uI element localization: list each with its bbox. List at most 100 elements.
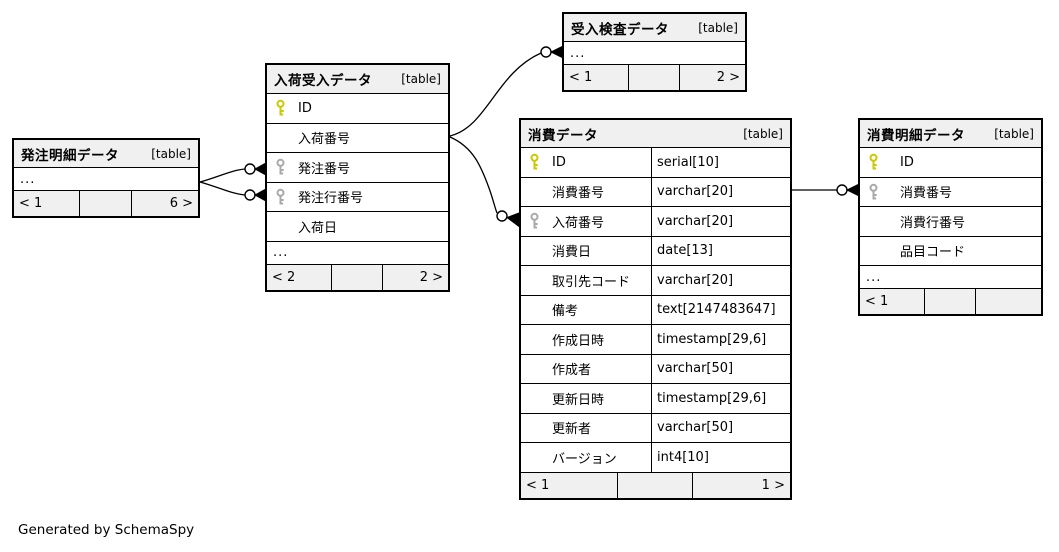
table-tag: [table]	[151, 146, 191, 161]
field-row-sakusei-nichiji: 作成日時 timestamp[29,6]	[521, 325, 790, 355]
field-row-shohibango: 消費番号	[860, 177, 1041, 207]
field-name-cell: 取引先コード	[521, 266, 652, 295]
ellipsis-row: ...	[564, 42, 745, 65]
field-row-id: ID	[860, 148, 1041, 178]
foreign-key-icon	[276, 188, 285, 205]
field-name-cell: 入荷番号	[521, 207, 652, 236]
field-type-cell: timestamp[29,6]	[657, 390, 767, 406]
field-row-koshin-nichiji: 更新日時 timestamp[29,6]	[521, 384, 790, 414]
table-footer: < 1 1 >	[521, 472, 790, 498]
footer-next-count: 2 >	[716, 70, 740, 85]
footer-prev-count: < 1	[860, 289, 926, 314]
field-row-hacchubango: 発注番号	[267, 153, 448, 183]
table-tag: [table]	[743, 126, 783, 141]
field-name-cell: 備考	[521, 295, 652, 324]
field-name-cell: 消費番号	[521, 177, 652, 206]
foreign-key-icon	[276, 159, 285, 175]
field-row-torihikisaki-code: 取引先コード varchar[20]	[521, 266, 790, 296]
table-tag: [table]	[401, 72, 441, 86]
field-type-cell: date[13]	[657, 243, 713, 259]
table-tag: [table]	[994, 126, 1034, 141]
footer-next-count: 1 >	[761, 477, 785, 493]
footer-prev-count: < 2	[267, 264, 333, 290]
field-row-shohibango: 消費番号 varchar[20]	[521, 177, 790, 207]
table-title: 発注明細データ	[21, 147, 119, 164]
field-row-id: ID serial[10]	[521, 148, 790, 178]
field-name-cell: 更新日時	[521, 384, 652, 413]
field-type-cell: varchar[50]	[657, 361, 734, 377]
field-row-version: バージョン int4[10]	[521, 443, 790, 473]
ellipsis-row: ...	[14, 168, 198, 191]
edge-circle	[244, 163, 256, 175]
table-title: 消費明細データ	[867, 127, 965, 144]
field-row-biko: 備考 text[2147483647]	[521, 295, 790, 325]
field-type-cell: serial[10]	[657, 154, 719, 170]
footer-next-count	[976, 289, 1041, 314]
field-type-cell: varchar[50]	[657, 420, 734, 436]
table-nyuka-ukeire: 入荷受入データ [table] ID 入荷番号 発注番号 発注行番号 入荷日 .…	[265, 63, 450, 292]
field-name-cell: 消費日	[521, 236, 652, 265]
edge-arrowhead	[253, 162, 266, 176]
ellipsis-row: ...	[860, 266, 1041, 289]
table-tag: [table]	[698, 20, 738, 35]
footer-prev-count: < 1	[14, 191, 81, 216]
table-footer: < 2 2 >	[267, 264, 448, 290]
field-row-sakuseisha: 作成者 varchar[50]	[521, 354, 790, 384]
primary-key-icon	[869, 154, 878, 170]
field-row-koshinsha: 更新者 varchar[50]	[521, 413, 790, 443]
table-shohi-meisai: 消費明細データ [table] ID 消費番号 消費行番号 品目コード ... …	[858, 118, 1043, 316]
field-row-nyukabango: 入荷番号 varchar[20]	[521, 207, 790, 237]
footer-next-count: 6 >	[169, 196, 193, 211]
field-name-cell: バージョン	[521, 443, 652, 472]
footer-mid-cell	[332, 264, 383, 290]
edge-arrowhead	[845, 183, 859, 197]
edge-circle	[540, 46, 552, 58]
table-header[interactable]: 受入検査データ [table]	[564, 14, 745, 42]
primary-key-icon	[276, 100, 285, 116]
table-footer: < 1	[860, 289, 1041, 314]
foreign-key-icon	[530, 213, 539, 229]
field-row-hinmoku-code: 品目コード	[860, 236, 1041, 266]
footer-mid-cell	[925, 289, 976, 314]
field-type-cell: varchar[20]	[657, 184, 734, 200]
footer-next-count: 2 >	[419, 269, 443, 285]
field-name-cell: ID	[521, 148, 652, 177]
edge-circle	[496, 210, 508, 222]
footer-prev-count: < 1	[564, 65, 630, 90]
edge-nyuka-shohi	[449, 136, 498, 214]
table-hacchu-meisai: 発注明細データ [table] ... < 1 6 >	[12, 138, 200, 218]
edge-arrowhead	[505, 212, 520, 228]
field-name-cell: 作成日時	[521, 325, 652, 354]
edge-arrowhead	[253, 188, 266, 202]
field-row-shohigyobango: 消費行番号	[860, 207, 1041, 237]
field-type-cell: timestamp[29,6]	[657, 331, 767, 347]
table-title: 入荷受入データ	[274, 73, 372, 89]
edge-circle	[836, 184, 848, 196]
table-header[interactable]: 消費データ [table]	[521, 120, 790, 148]
edge-circle	[244, 189, 256, 201]
table-shohi: 消費データ [table] ID serial[10] 消費番号 varchar…	[519, 118, 792, 500]
footer-prev-count: < 1	[521, 472, 618, 498]
field-row-shohibi: 消費日 date[13]	[521, 236, 790, 266]
field-row-id: ID	[267, 94, 448, 124]
table-header[interactable]: 発注明細データ [table]	[14, 140, 198, 168]
field-type-cell: int4[10]	[657, 449, 709, 465]
table-header[interactable]: 消費明細データ [table]	[860, 120, 1041, 148]
primary-key-icon	[530, 154, 539, 170]
footer-mid-cell	[618, 472, 694, 498]
ellipsis-row: ...	[267, 241, 448, 265]
edge-hacchumeisai-hacchugyobango	[199, 181, 246, 196]
footer-mid-cell	[629, 65, 680, 90]
field-type-cell: varchar[20]	[657, 272, 734, 288]
field-type-cell: text[2147483647]	[657, 302, 776, 318]
table-title: 受入検査データ	[571, 21, 669, 38]
field-type-cell: varchar[20]	[657, 213, 734, 229]
field-row-nyukabango: 入荷番号	[267, 123, 448, 153]
field-row-nyukabi: 入荷日	[267, 212, 448, 242]
table-footer: < 1 6 >	[14, 191, 198, 216]
field-row-hacchugyobango: 発注行番号	[267, 182, 448, 212]
table-header[interactable]: 入荷受入データ [table]	[267, 65, 448, 94]
edge-arrowhead	[549, 45, 563, 59]
table-footer: < 1 2 >	[564, 65, 745, 90]
